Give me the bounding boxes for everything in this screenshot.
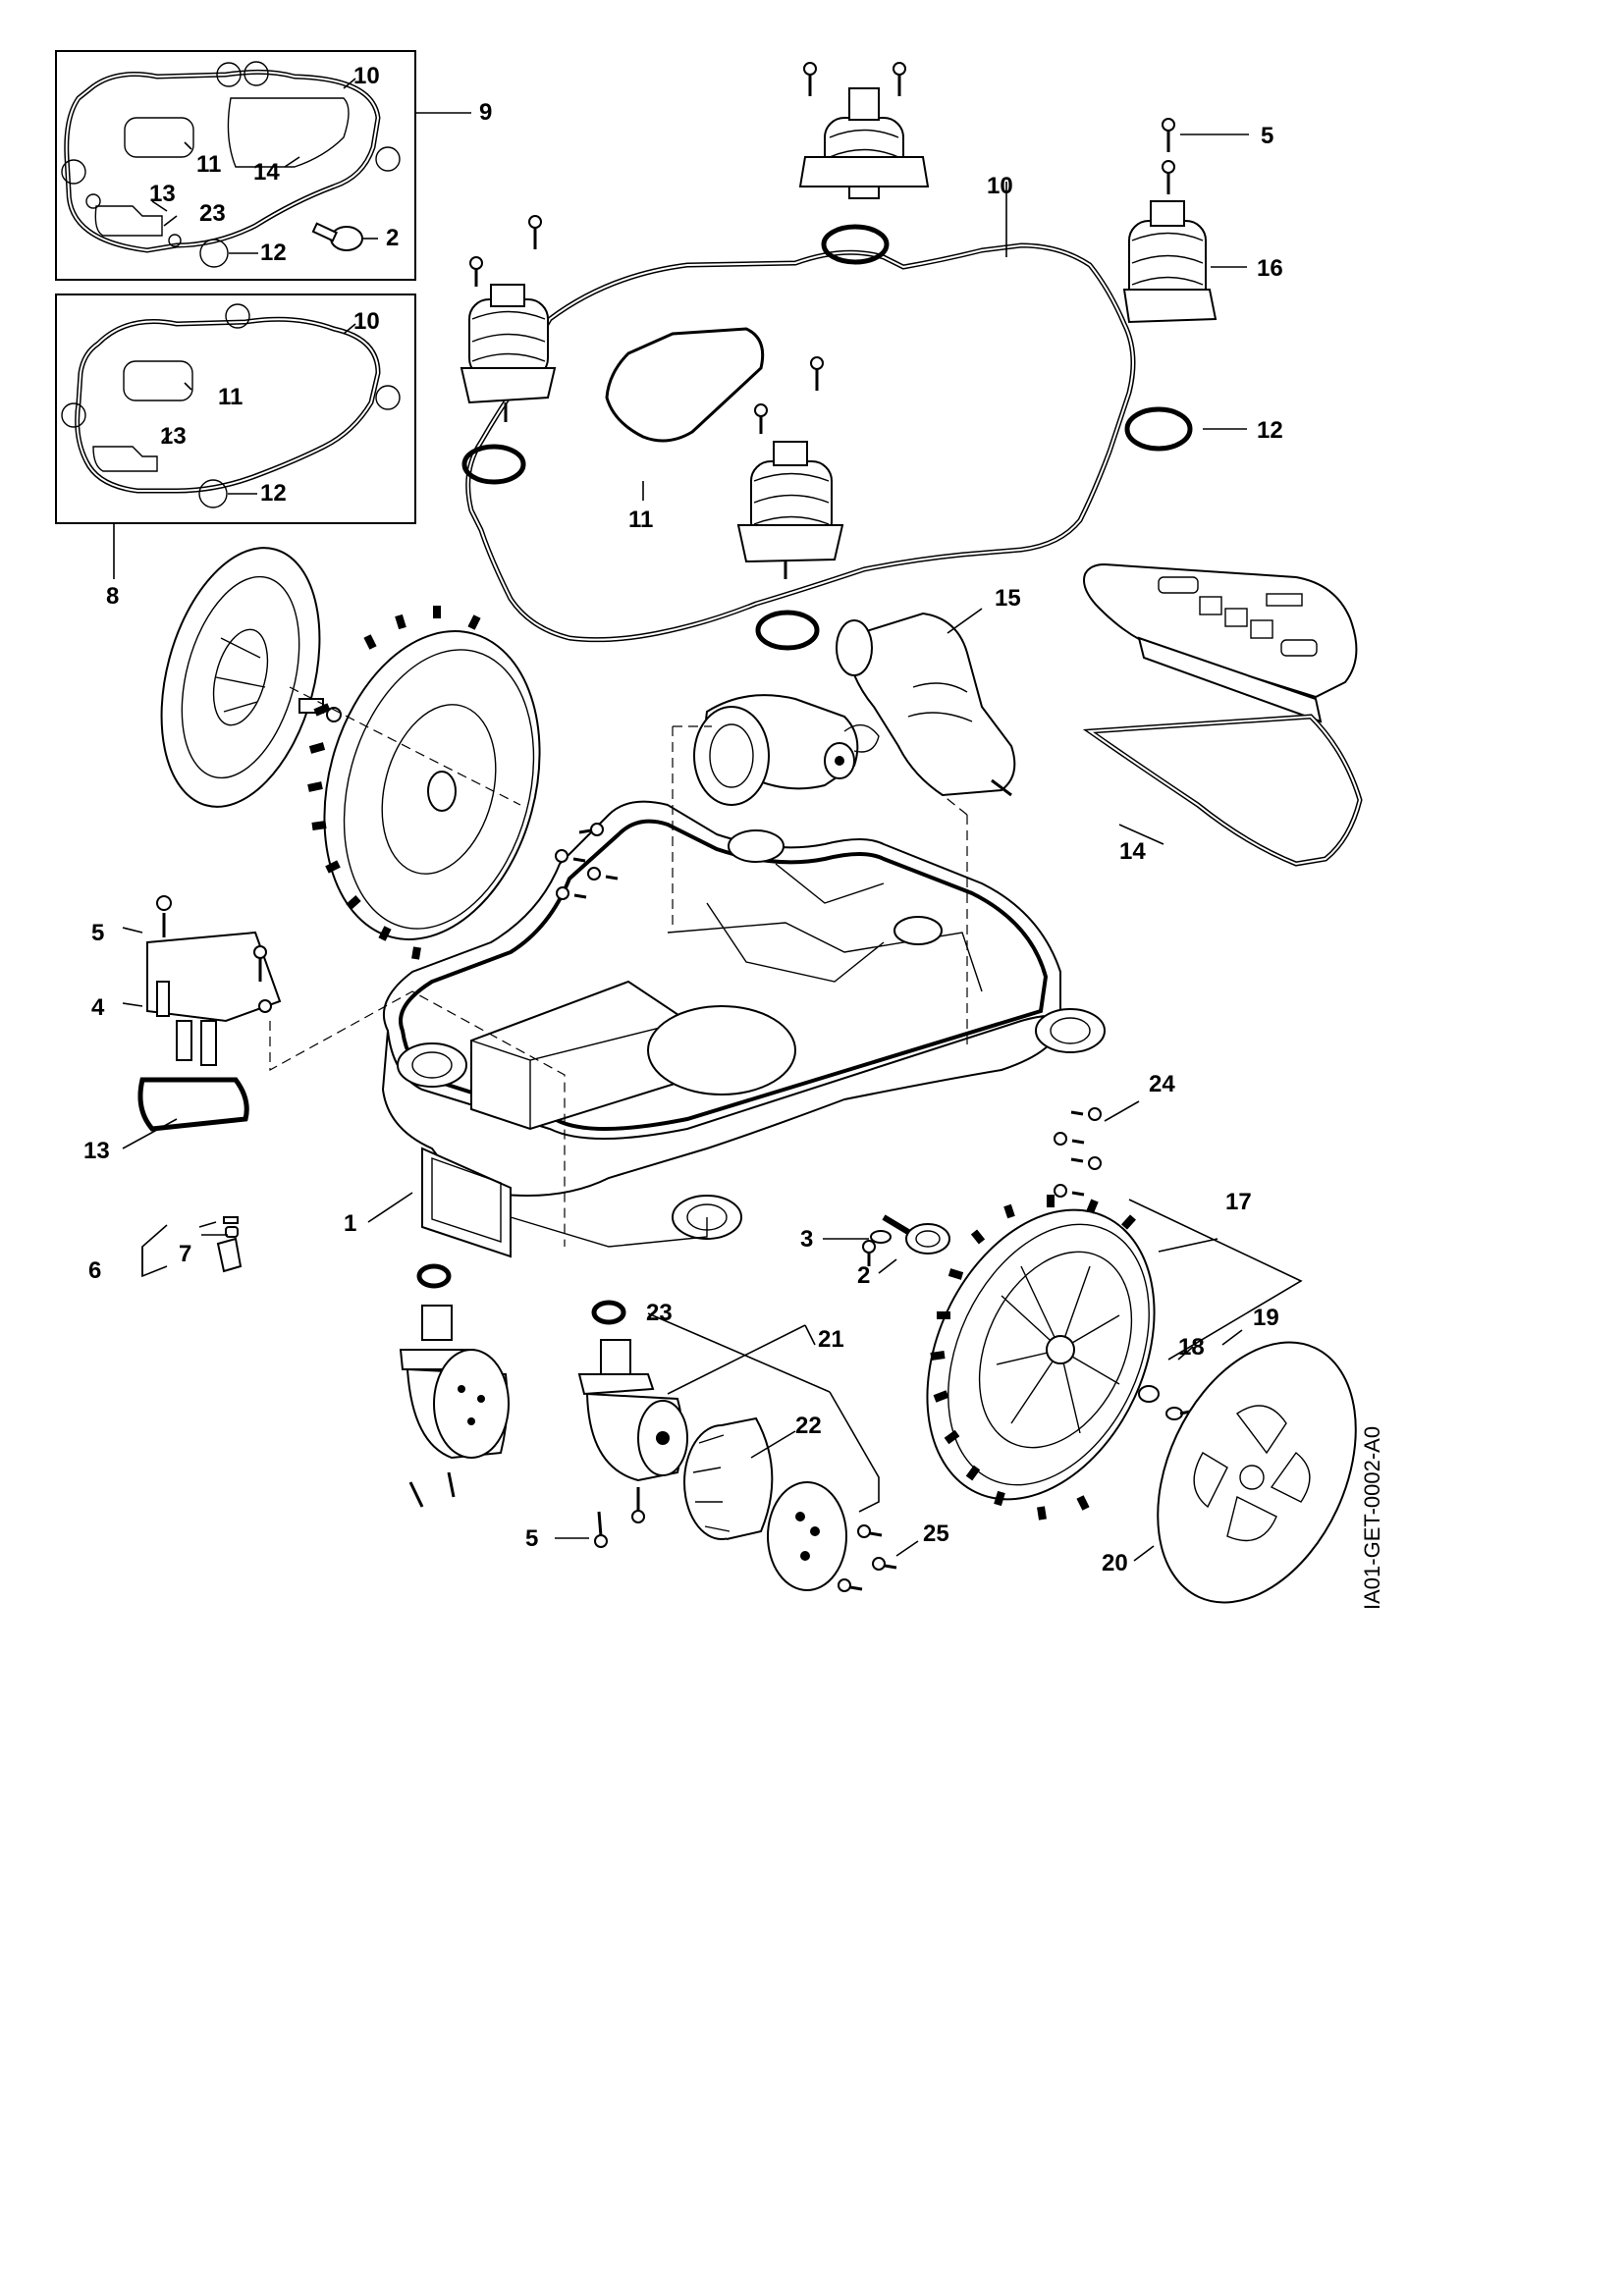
callout-14: 14 (253, 159, 280, 186)
leader-lines (113, 78, 1303, 1562)
wheel-cover-20 (1157, 1341, 1357, 1604)
height-adjuster-left (460, 215, 557, 422)
callout-23: 23 (646, 1300, 673, 1326)
seal-11 (605, 327, 765, 443)
cap-7 (225, 1226, 239, 1238)
lid-seal-10 (465, 242, 1136, 643)
callout-21: 21 (818, 1326, 844, 1353)
height-adjuster-top (798, 62, 930, 199)
callout-10: 10 (353, 63, 380, 89)
drive-wheel-left (307, 606, 541, 960)
panel-seal-14 (1082, 714, 1363, 867)
callout-1: 1 (344, 1210, 356, 1237)
reference-code: IA01-GET-0002-A0 (1360, 1426, 1384, 1610)
callout-17: 17 (1225, 1189, 1252, 1215)
callout-5: 5 (91, 920, 104, 946)
callout-25: 25 (923, 1521, 949, 1547)
drive-motor-15 (836, 612, 1016, 797)
callout-24: 24 (1149, 1071, 1175, 1097)
callout-14: 14 (1119, 838, 1146, 865)
callout-23: 23 (199, 200, 226, 227)
callout-16: 16 (1257, 255, 1283, 282)
washer-18-screw-19 (1138, 1385, 1191, 1420)
callout-9: 9 (479, 99, 492, 126)
callout-12: 12 (260, 240, 287, 266)
callout-8: 8 (106, 583, 119, 610)
callout-12: 12 (1257, 417, 1283, 444)
wheel-cover-left (160, 547, 342, 808)
callout-2: 2 (857, 1262, 870, 1289)
callout-13: 13 (149, 181, 176, 207)
callout-labels: 10 11 14 13 23 12 2 9 10 11 13 12 8 5 10… (83, 63, 1384, 1610)
charging-contacts-4 (146, 895, 282, 1066)
drive-wheel-right-17 (926, 1195, 1156, 1521)
contact-6 (216, 1216, 243, 1273)
callout-7: 7 (179, 1241, 191, 1267)
callout-11: 11 (628, 507, 653, 533)
callout-3: 3 (800, 1226, 813, 1253)
alignment-lines (269, 686, 968, 1247)
drive-motor-left (693, 694, 880, 806)
callout-2: 2 (386, 225, 399, 251)
callout-10: 10 (353, 308, 380, 335)
callout-4: 4 (91, 994, 105, 1021)
plug-2-3 (870, 1214, 950, 1255)
chassis-1 (381, 800, 1106, 1258)
front-wheel-right-21 (577, 1300, 688, 1482)
callout-6: 6 (88, 1257, 101, 1284)
screws-25-5 (594, 1487, 897, 1592)
callout-5: 5 (525, 1525, 538, 1552)
o-rings-12 (461, 224, 1193, 651)
callout-11: 11 (196, 151, 221, 178)
callout-15: 15 (995, 585, 1021, 612)
height-adjuster-16 (1122, 118, 1218, 324)
callout-13: 13 (160, 423, 187, 450)
hub-cap (767, 1481, 847, 1591)
control-panel (1083, 562, 1358, 723)
seal-13 (137, 1077, 249, 1132)
callout-11: 11 (218, 384, 243, 410)
seal-kit-box-8 (55, 294, 416, 524)
seal-kit-box-9 (55, 50, 416, 281)
height-adjuster-center (736, 356, 844, 579)
callout-22: 22 (795, 1413, 822, 1439)
callout-18: 18 (1178, 1334, 1205, 1361)
callout-19: 19 (1253, 1305, 1279, 1331)
screws (555, 823, 1102, 1266)
callout-13: 13 (83, 1138, 110, 1164)
front-wheel-left (399, 1263, 510, 1508)
callout-12: 12 (260, 480, 287, 507)
tyre-22 (683, 1416, 774, 1540)
callout-5: 5 (1261, 123, 1273, 149)
callout-20: 20 (1102, 1550, 1128, 1576)
callout-10: 10 (987, 173, 1013, 199)
